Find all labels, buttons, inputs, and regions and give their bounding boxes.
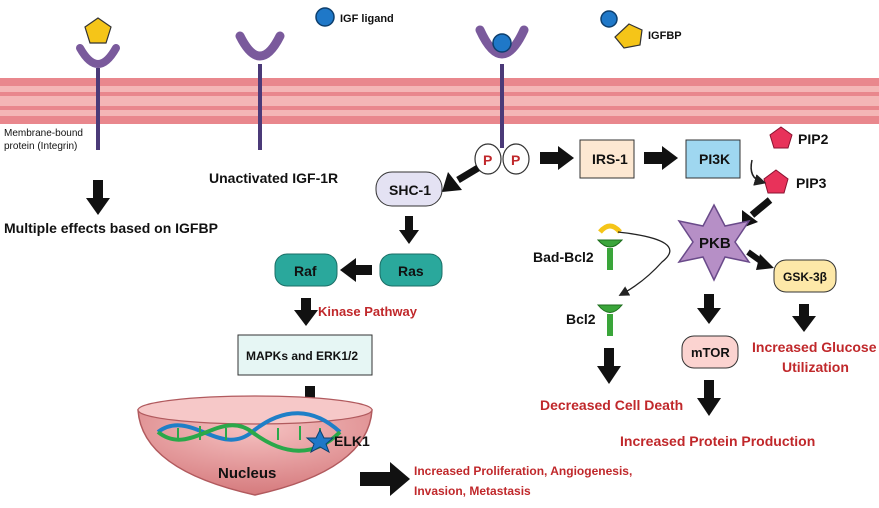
ligand-circle-icon <box>600 10 618 28</box>
raf-box <box>274 253 338 287</box>
arrow-irs1-to-pi3k <box>644 146 678 170</box>
arrow-raf-to-mapk <box>294 298 318 326</box>
elk1-label: ELK1 <box>334 433 370 449</box>
bcl2-icon <box>596 304 624 336</box>
arrow-pkb-release-bcl2 <box>617 231 671 296</box>
integrin-label-line1: Membrane-bound <box>4 128 83 139</box>
ras-label: Ras <box>398 263 424 279</box>
mapk-box <box>237 334 373 376</box>
pip2-label: PIP2 <box>798 131 829 147</box>
raf-label: Raf <box>294 263 317 279</box>
arrow-gsk-down <box>792 304 816 332</box>
pip3-label: PIP3 <box>796 175 827 191</box>
ras-box <box>379 253 443 287</box>
glucose-label-line1: Increased Glucose <box>752 339 877 355</box>
gsk3b-label: GSK-3β <box>783 270 827 284</box>
shc1-label: SHC-1 <box>389 182 431 198</box>
ligand-circle-icon <box>315 7 335 27</box>
unactivated-receptor <box>235 31 285 150</box>
arrow-nucleus-to-prolif <box>360 462 410 496</box>
mtor-box <box>681 335 739 369</box>
legend-igf-label: IGF ligand <box>340 13 394 25</box>
legend-igfbp: IGFBP <box>600 10 682 49</box>
pi3k-box <box>685 139 741 179</box>
igfbp-effects-label: Multiple effects based on IGFBP <box>4 220 218 236</box>
igfbp-pentagon-icon <box>614 23 643 49</box>
arrow-pkb-to-mtor <box>697 294 721 324</box>
igfbp-pentagon-icon <box>84 17 112 44</box>
cell-death-label: Decreased Cell Death <box>540 397 683 413</box>
irs1-label: IRS-1 <box>592 151 628 167</box>
arrow-p-to-irs1 <box>540 146 574 170</box>
bad-bcl2-label: Bad-Bcl2 <box>533 249 594 265</box>
kinase-pathway-label: Kinase Pathway <box>318 304 418 319</box>
unactivated-label: Unactivated IGF-1R <box>209 170 338 186</box>
arrow-pip2-to-pip3 <box>750 159 767 186</box>
integrin-receptor <box>76 17 120 150</box>
bcl2-label: Bcl2 <box>566 311 596 327</box>
prolif-label-line2: Invasion, Metastasis <box>414 484 531 498</box>
arrow-shc1-to-ras <box>399 216 419 244</box>
protein-label: Increased Protein Production <box>620 433 815 449</box>
mapk-label: MAPKs and ERK1/2 <box>246 349 358 363</box>
gsk3b-box <box>773 259 837 293</box>
pip2-pentagon-icon <box>769 126 793 149</box>
cell-membrane <box>0 78 879 124</box>
phospho-p2: P <box>511 152 520 168</box>
elk1-star-icon <box>305 428 335 454</box>
legend-igfbp-label: IGFBP <box>648 30 682 42</box>
phospho-group: P P <box>474 143 530 175</box>
arrow-mtor-down <box>697 380 721 416</box>
bound-ligand-icon <box>492 33 512 53</box>
integrin-label-line2: protein (Integrin) <box>4 141 77 152</box>
arrow-p-to-shc1 <box>442 164 480 192</box>
pip3-pentagon-icon <box>763 169 789 194</box>
arrow-pkb-to-gsk <box>746 249 774 270</box>
pkb-label: PKB <box>699 235 731 252</box>
arrow-bcl2-down <box>597 348 621 384</box>
phospho-p1: P <box>483 152 492 168</box>
mtor-label: mTOR <box>691 345 730 360</box>
bad-bcl2-icon <box>596 223 624 270</box>
prolif-label-line1: Increased Proliferation, Angiogenesis, <box>414 464 632 478</box>
pi3k-label: PI3K <box>699 151 730 167</box>
irs1-box <box>579 139 635 179</box>
arrow-integrin-down <box>86 180 110 215</box>
activated-receptor <box>475 25 529 148</box>
glucose-label-line2: Utilization <box>782 359 849 375</box>
pkb-star <box>677 203 751 282</box>
legend-igf-ligand: IGF ligand <box>315 7 394 27</box>
arrow-ras-to-raf <box>340 258 372 282</box>
shc1-box <box>375 171 443 207</box>
nucleus-label: Nucleus <box>218 465 276 482</box>
